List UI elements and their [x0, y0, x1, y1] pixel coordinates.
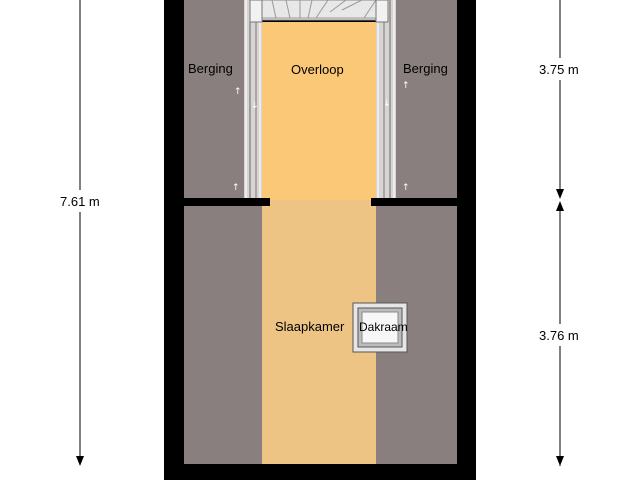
stair-landing — [375, 0, 389, 23]
slope-arrow-up: ↑ — [402, 183, 410, 193]
room-label-berging-right: Berging — [403, 61, 448, 76]
slope-arrow-up: ↑ — [232, 183, 240, 193]
dimension-arrowhead — [76, 456, 84, 466]
dakraam-glass — [361, 311, 399, 344]
dimension-arrowhead — [556, 189, 564, 199]
slope-arrow-down: ↓ — [383, 99, 391, 109]
stair-rail-right — [376, 0, 396, 198]
dimension-label-upper: 3.75 m — [539, 62, 579, 77]
stair — [249, 0, 387, 21]
stair-landing — [249, 0, 263, 23]
divider-wall-right — [371, 198, 457, 206]
room-label-berging-left: Berging — [188, 61, 233, 76]
overloop-floor — [262, 22, 376, 200]
dimension-label-lower: 3.76 m — [539, 328, 579, 343]
divider-wall-left — [184, 198, 270, 206]
dimension-arrowhead — [556, 201, 564, 211]
slope-arrow-up: ↑ — [402, 81, 410, 91]
room-label-overloop: Overloop — [291, 62, 344, 77]
room-label-slaapkamer: Slaapkamer — [275, 319, 345, 334]
stair-rail-left — [244, 0, 262, 198]
slaapkamer-left-low-area — [184, 206, 262, 464]
dimension-arrowhead — [556, 456, 564, 466]
slope-arrow-down: ↓ — [251, 101, 259, 111]
room-label-dakraam: Dakraam — [359, 320, 408, 334]
dimension-label-total: 7.61 m — [60, 194, 100, 209]
slope-arrow-up: ↑ — [234, 87, 242, 97]
berging-left-area — [184, 0, 244, 198]
berging-right-area — [396, 0, 457, 198]
